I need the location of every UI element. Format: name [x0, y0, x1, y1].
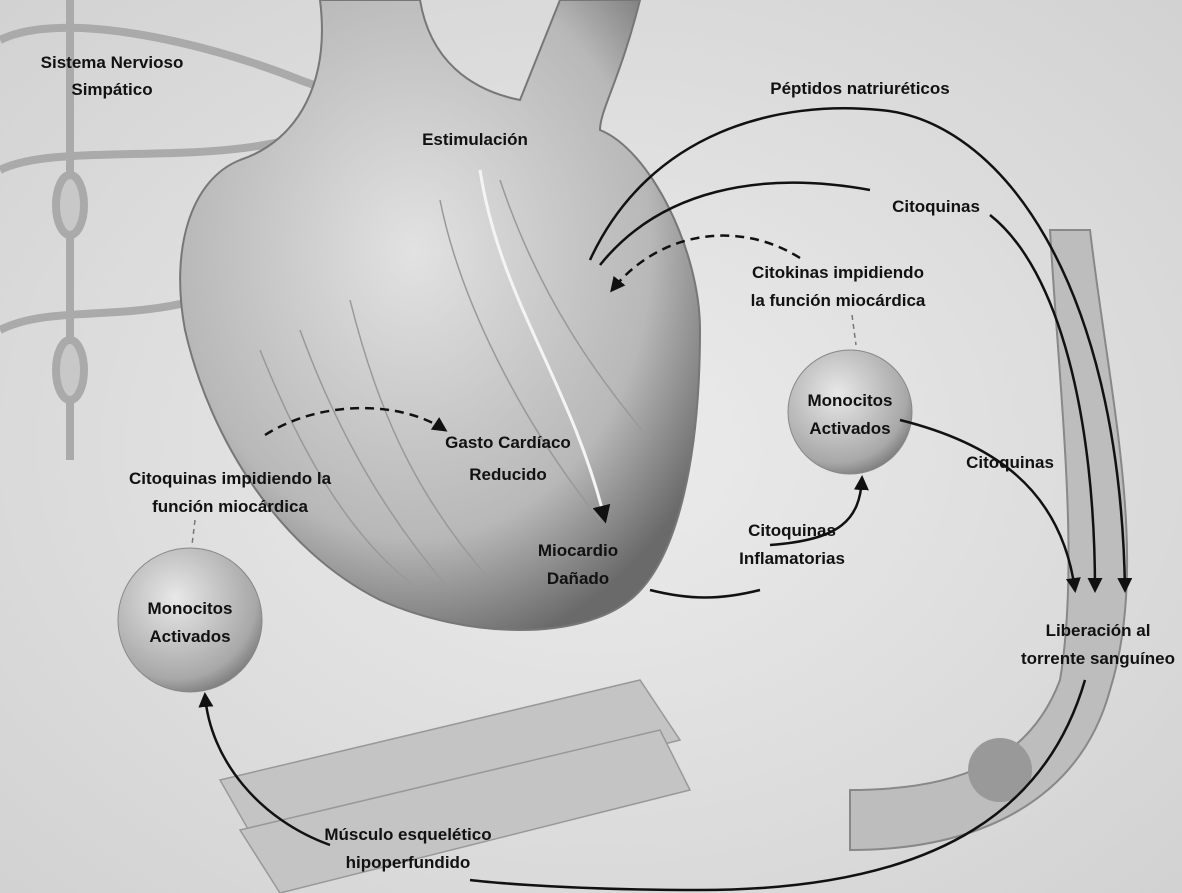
label-bloodstream-line2: torrente sanguíneo — [1021, 649, 1175, 668]
label-cytokines-right: Citoquinas — [966, 453, 1054, 472]
monocyte-cell-right — [787, 349, 913, 475]
label-monocytes-right-line1: Monocitos — [808, 391, 893, 410]
label-sympathetic-line1: Sistema Nervioso — [41, 53, 184, 72]
label-skeletal-muscle-line2: hipoperfundido — [346, 853, 471, 872]
label-skeletal-muscle-line1: Músculo esquelético — [324, 825, 491, 844]
label-monocytes-left-line2: Activados — [149, 627, 230, 646]
blood-vessel-illustration — [849, 229, 1129, 852]
label-reduced-output-line1: Gasto Cardíaco — [445, 433, 571, 452]
label-cytokines-top: Citoquinas — [892, 197, 980, 216]
label-cytokines-impairing-left-line2: función miocárdica — [152, 497, 308, 516]
label-sympathetic-line2: Simpático — [71, 80, 152, 99]
label-inflammatory-line1: Citoquinas — [748, 521, 836, 540]
label-bloodstream-line1: Liberación al — [1046, 621, 1151, 640]
label-damaged-myocardium-line2: Dañado — [547, 569, 609, 588]
arrows — [191, 107, 1133, 892]
skeletal-muscle-illustration — [218, 679, 692, 893]
label-monocytes-left-line1: Monocitos — [148, 599, 233, 618]
label-cytokines-impairing-right-line1: Citokinas impidiendo — [752, 263, 924, 282]
label-stimulation: Estimulación — [422, 130, 528, 149]
heart-illustration — [179, 0, 702, 631]
label-cytokines-impairing-left-line1: Citoquinas impidiendo la — [129, 469, 332, 488]
label-natriuretic-peptides: Péptidos natriuréticos — [770, 79, 949, 98]
label-inflammatory-line2: Inflamatorias — [739, 549, 845, 568]
label-cytokines-impairing-right-line2: la función miocárdica — [751, 291, 926, 310]
label-monocytes-right-line2: Activados — [809, 419, 890, 438]
label-reduced-output-line2: Reducido — [469, 465, 546, 484]
blood-cell-illustration — [968, 738, 1032, 802]
label-damaged-myocardium-line1: Miocardio — [538, 541, 618, 560]
monocyte-cell-left — [117, 547, 263, 693]
